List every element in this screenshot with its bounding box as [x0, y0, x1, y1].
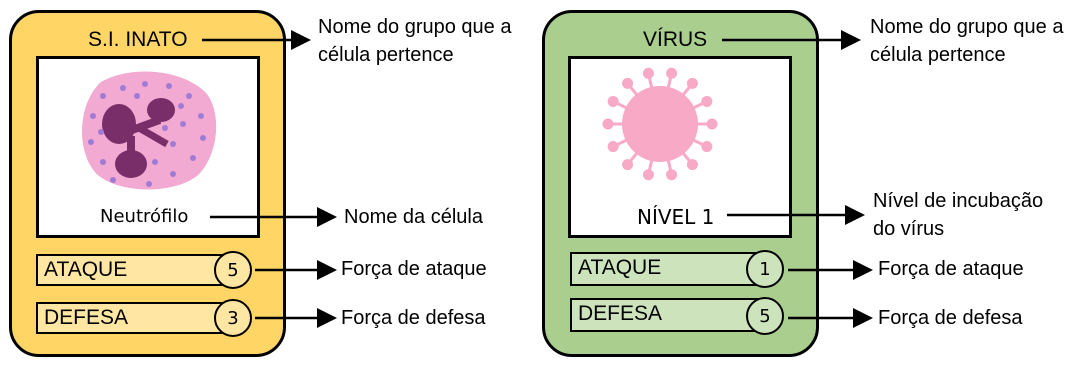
virus-spike-tip — [602, 118, 614, 130]
virus-spike-tip — [622, 77, 634, 89]
note-group-right-line2: célula pertence — [870, 44, 1006, 66]
virus-spike-tip — [701, 141, 713, 153]
note-group-right-line1: Nome do grupo que a — [870, 16, 1064, 38]
neutrophil-granules — [88, 81, 206, 187]
neutrophil-nucleus — [102, 98, 175, 178]
innate-card-title: S.I. INATO — [88, 28, 188, 51]
innate-attack-row: ATAQUE — [36, 254, 236, 286]
note-incubation-line2: do vírus — [873, 218, 945, 240]
virus-spike-tip — [607, 95, 619, 107]
attack-label: ATAQUE — [44, 258, 128, 281]
virus-spike-tip — [706, 118, 718, 130]
neutrophil-illustration — [82, 71, 217, 190]
note-cell-name: Nome da célula — [344, 206, 483, 228]
virus-illustration — [602, 67, 718, 181]
virus-defense-row: DEFESA — [570, 298, 770, 332]
note-attack-right: Força de ataque — [878, 258, 1024, 280]
virus-spike-tip — [642, 67, 654, 79]
virus-level-label: NÍVEL 1 — [637, 205, 715, 229]
defense-label: DEFESA — [578, 302, 663, 325]
virus-spike-tip — [607, 141, 619, 153]
virus-spike-tip — [666, 169, 678, 181]
cell-name-label: Neutrófilo — [100, 206, 189, 227]
virus-spike-tip — [622, 159, 634, 171]
note-defense-left: Força de defesa — [341, 307, 486, 329]
virus-spike-tip — [666, 67, 678, 79]
virus-spike-tip — [686, 77, 698, 89]
attack-label: ATAQUE — [578, 256, 662, 279]
virus-attack-row: ATAQUE — [570, 252, 770, 286]
virus-defense-value: 5 — [746, 297, 784, 335]
note-group-left-line1: Nome do grupo que a — [318, 16, 512, 38]
virus-spike-tip — [701, 95, 713, 107]
virus-card-title: VÍRUS — [643, 28, 708, 51]
innate-image-box — [36, 56, 260, 238]
note-incubation-line1: Nível de incubação — [873, 190, 1044, 212]
note-attack-left: Força de ataque — [341, 258, 487, 280]
note-group-left-line2: célula pertence — [318, 44, 454, 66]
virus-spikes — [602, 67, 718, 181]
virus-spike-tip — [686, 159, 698, 171]
virus-spike-tip — [642, 169, 654, 181]
innate-defense-value: 3 — [214, 299, 252, 337]
defense-label: DEFESA — [44, 306, 129, 329]
innate-attack-value: 5 — [214, 251, 252, 289]
virus-attack-value: 1 — [746, 250, 784, 288]
virus-body — [622, 86, 698, 162]
note-defense-right: Força de defesa — [878, 307, 1023, 329]
